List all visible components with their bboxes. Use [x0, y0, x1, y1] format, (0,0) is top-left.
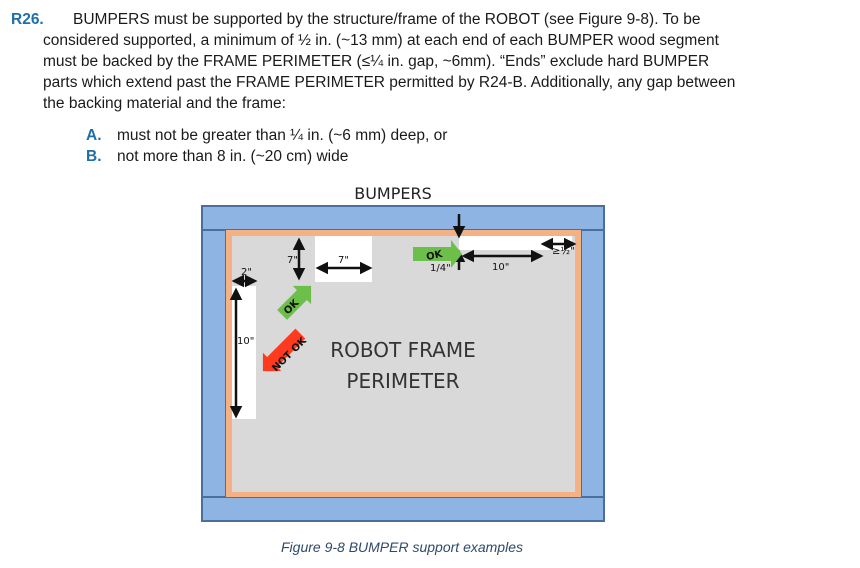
frame-interior [232, 236, 575, 492]
sub-item-letter: A. [86, 127, 102, 144]
sub-item-text: must not be greater than ¼ in. (~6 mm) d… [117, 127, 448, 144]
figure-title: BUMPERS [354, 184, 432, 203]
rule-first-line: BUMPERS must be supported by the structu… [73, 11, 701, 28]
rule-id: R26. [11, 11, 44, 28]
frame-label-line1: ROBOT FRAME [330, 338, 476, 362]
bumper-right [580, 229, 605, 498]
ok-arrow-top: OK [413, 240, 462, 268]
rule-sub-list: A. must not be greater than ¼ in. (~6 mm… [86, 125, 447, 167]
rule-r26: R26. BUMPERS must be supported by the st… [11, 9, 841, 114]
bumper-top [201, 205, 605, 231]
gap-top-left [315, 236, 372, 282]
bumper-left [201, 229, 227, 498]
not-ok-arrow [262, 328, 306, 372]
ok-arrow-top-label: OK [425, 249, 444, 263]
figure-caption: Figure 9-8 BUMPER support examples [281, 539, 523, 555]
rule-line: the backing material and the frame: [43, 95, 286, 112]
dim-label-left-width: 2" [241, 267, 252, 278]
dim-label-vertical-gap: 7" [287, 255, 298, 266]
dim-label-right-length: 10" [492, 262, 509, 273]
sub-item-b: B. not more than 8 in. (~20 cm) wide [86, 146, 447, 167]
bumper-bottom [201, 496, 605, 522]
rule-first-row: R26. BUMPERS must be supported by the st… [11, 9, 841, 30]
rule-body: considered supported, a minimum of ½ in.… [43, 30, 813, 114]
dim-label-horizontal-gap: 7" [338, 255, 349, 266]
rule-line: must be backed by the FRAME PERIMETER (≤… [43, 53, 710, 70]
rule-line: considered supported, a minimum of ½ in.… [43, 32, 719, 49]
frame-label-line2: PERIMETER [346, 369, 459, 393]
sub-item-text: not more than 8 in. (~20 cm) wide [117, 148, 349, 165]
sub-item-a: A. must not be greater than ¼ in. (~6 mm… [86, 125, 447, 146]
sub-item-letter: B. [86, 148, 102, 165]
dim-label-left-length: 10" [237, 336, 254, 347]
rule-line: parts which extend past the FRAME PERIME… [43, 74, 736, 91]
dim-label-corner-min: ≥½" [552, 245, 575, 257]
dim-label-depth: 1/4" [430, 263, 451, 274]
